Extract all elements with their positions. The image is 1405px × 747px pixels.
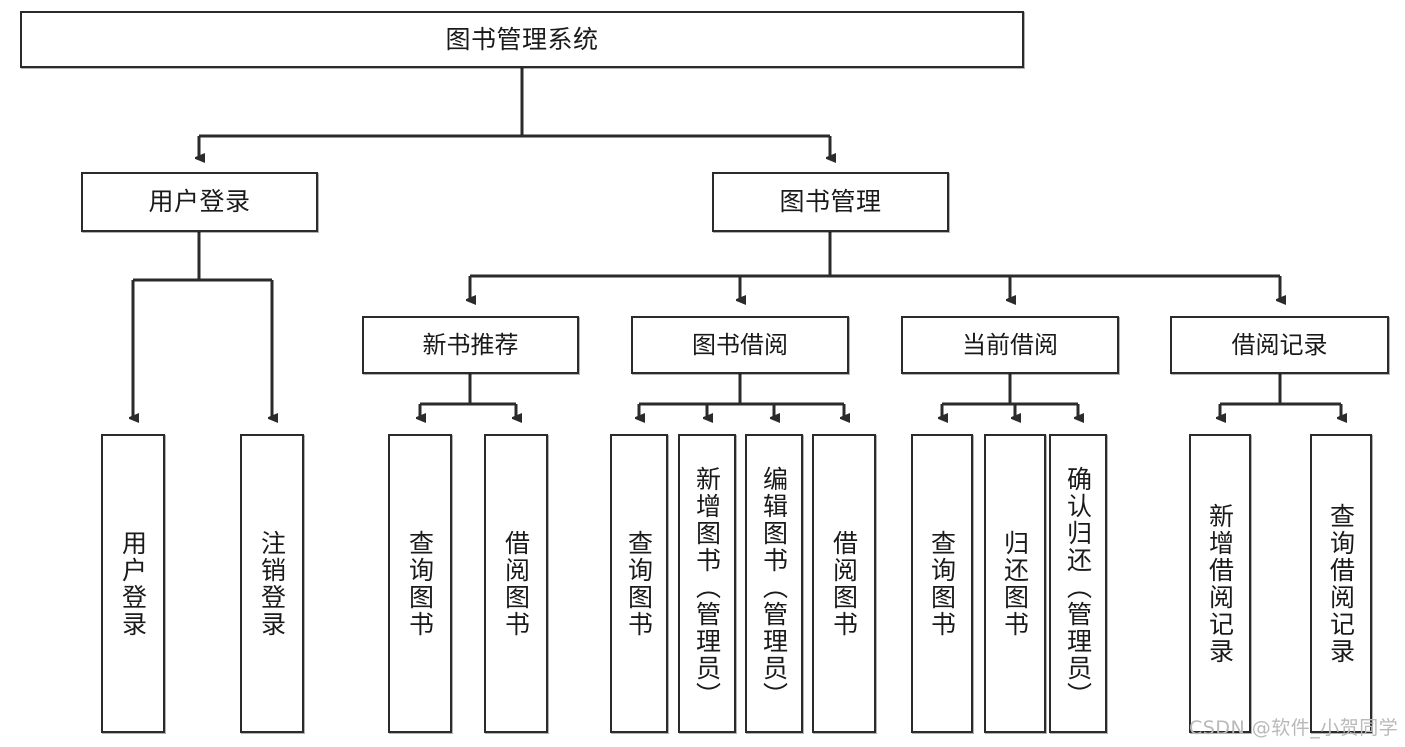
node-label: 注销登录 xyxy=(257,529,287,638)
node-leaf-edit-book-admin[interactable]: 编辑图书（管理员） xyxy=(745,434,803,733)
node-label: 查询图书 xyxy=(624,529,654,638)
node-label: 新增借阅记录 xyxy=(1205,502,1235,665)
node-leaf-query-books-current[interactable]: 查询图书 xyxy=(911,434,973,733)
node-user-login[interactable]: 用户登录 xyxy=(81,172,318,232)
watermark-text: CSDN @软件_小贺同学 xyxy=(1189,717,1399,739)
node-leaf-query-books-recommend[interactable]: 查询图书 xyxy=(388,434,452,733)
node-new-book-recommend[interactable]: 新书推荐 xyxy=(362,316,579,374)
node-label: 用户登录 xyxy=(148,187,251,216)
node-label: 当前借阅 xyxy=(962,330,1058,359)
node-leaf-user-login[interactable]: 用户登录 xyxy=(101,434,165,733)
node-leaf-query-books-borrow[interactable]: 查询图书 xyxy=(610,434,668,733)
node-label: 查询图书 xyxy=(927,529,957,638)
node-leaf-query-borrow-record[interactable]: 查询借阅记录 xyxy=(1310,434,1372,733)
node-borrow-records[interactable]: 借阅记录 xyxy=(1170,316,1389,374)
node-label: 查询图书 xyxy=(405,529,435,638)
node-label: 图书管理系统 xyxy=(445,24,599,54)
node-label: 查询借阅记录 xyxy=(1326,502,1356,665)
node-label: 借阅图书 xyxy=(501,529,531,638)
node-book-borrow[interactable]: 图书借阅 xyxy=(631,316,849,374)
node-label: 新书推荐 xyxy=(422,330,519,359)
node-leaf-confirm-return-admin[interactable]: 确认归还（管理员） xyxy=(1049,434,1107,733)
node-root-system[interactable]: 图书管理系统 xyxy=(20,11,1024,68)
node-label: 编辑图书（管理员） xyxy=(759,466,789,709)
node-leaf-logout[interactable]: 注销登录 xyxy=(240,434,304,733)
node-label: 用户登录 xyxy=(118,529,148,638)
node-label: 图书管理 xyxy=(779,187,882,216)
node-book-management[interactable]: 图书管理 xyxy=(712,172,949,232)
node-leaf-borrow-books-recommend[interactable]: 借阅图书 xyxy=(484,434,548,733)
node-label: 归还图书 xyxy=(1000,529,1030,638)
node-label: 新增图书（管理员） xyxy=(692,466,722,709)
node-leaf-add-borrow-record[interactable]: 新增借阅记录 xyxy=(1189,434,1251,733)
node-label: 借阅图书 xyxy=(829,529,859,638)
node-label: 借阅记录 xyxy=(1231,330,1328,359)
node-leaf-return-books[interactable]: 归还图书 xyxy=(984,434,1046,733)
node-label: 图书借阅 xyxy=(692,330,788,359)
node-leaf-borrow-books[interactable]: 借阅图书 xyxy=(812,434,876,733)
node-label: 确认归还（管理员） xyxy=(1063,466,1093,709)
node-current-borrow[interactable]: 当前借阅 xyxy=(901,316,1119,374)
node-leaf-add-book-admin[interactable]: 新增图书（管理员） xyxy=(678,434,736,733)
